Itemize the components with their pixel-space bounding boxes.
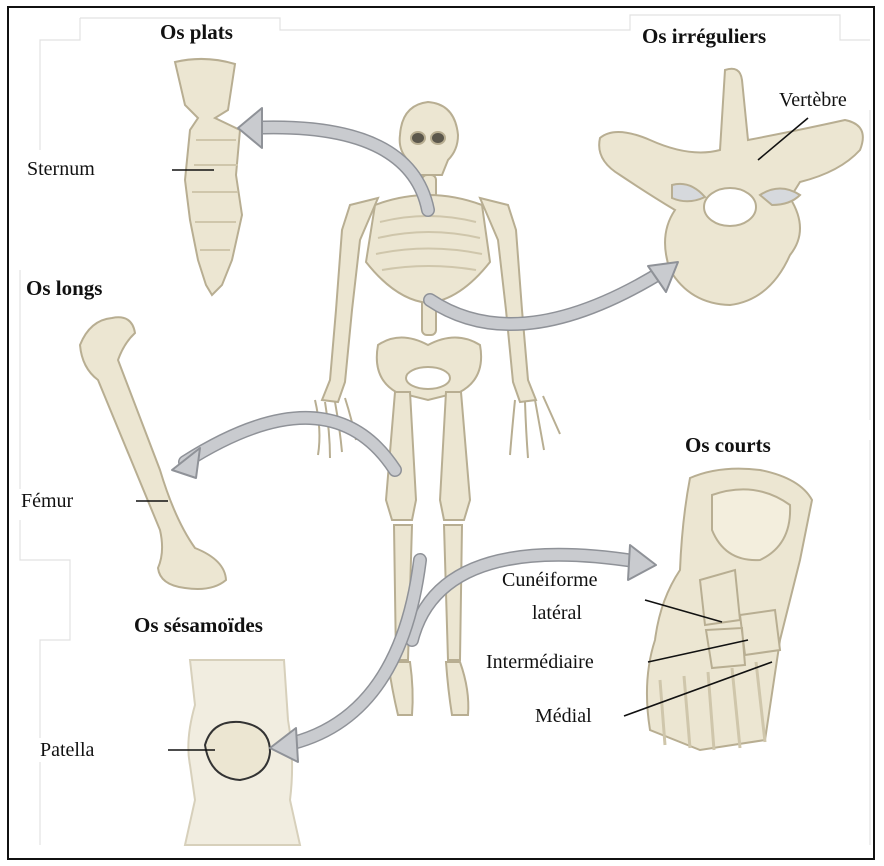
sternum-bone xyxy=(175,59,242,295)
heading-flat-bones: Os plats xyxy=(158,20,235,45)
label-patella: Patella xyxy=(37,738,97,762)
label-sternum: Sternum xyxy=(24,157,98,181)
label-cuneiform-line1: Cunéiforme xyxy=(499,568,601,592)
arrowhead-foot xyxy=(628,545,656,580)
heading-sesamoid-bones: Os sésamoïdes xyxy=(132,613,265,638)
heading-irregular-bones: Os irréguliers xyxy=(640,24,768,49)
label-medial: Médial xyxy=(532,704,595,728)
foot-bones xyxy=(647,469,812,750)
label-cuneiform-line2: latéral xyxy=(529,601,585,625)
label-vertebra: Vertèbre xyxy=(776,88,850,112)
arrowhead-femur xyxy=(172,448,200,478)
label-femur: Fémur xyxy=(18,489,76,513)
heading-long-bones: Os longs xyxy=(24,276,104,301)
arrowhead-sternum xyxy=(238,108,262,148)
full-skeleton xyxy=(315,102,560,715)
label-intermediate: Intermédiaire xyxy=(483,650,597,674)
heading-short-bones: Os courts xyxy=(683,433,773,458)
